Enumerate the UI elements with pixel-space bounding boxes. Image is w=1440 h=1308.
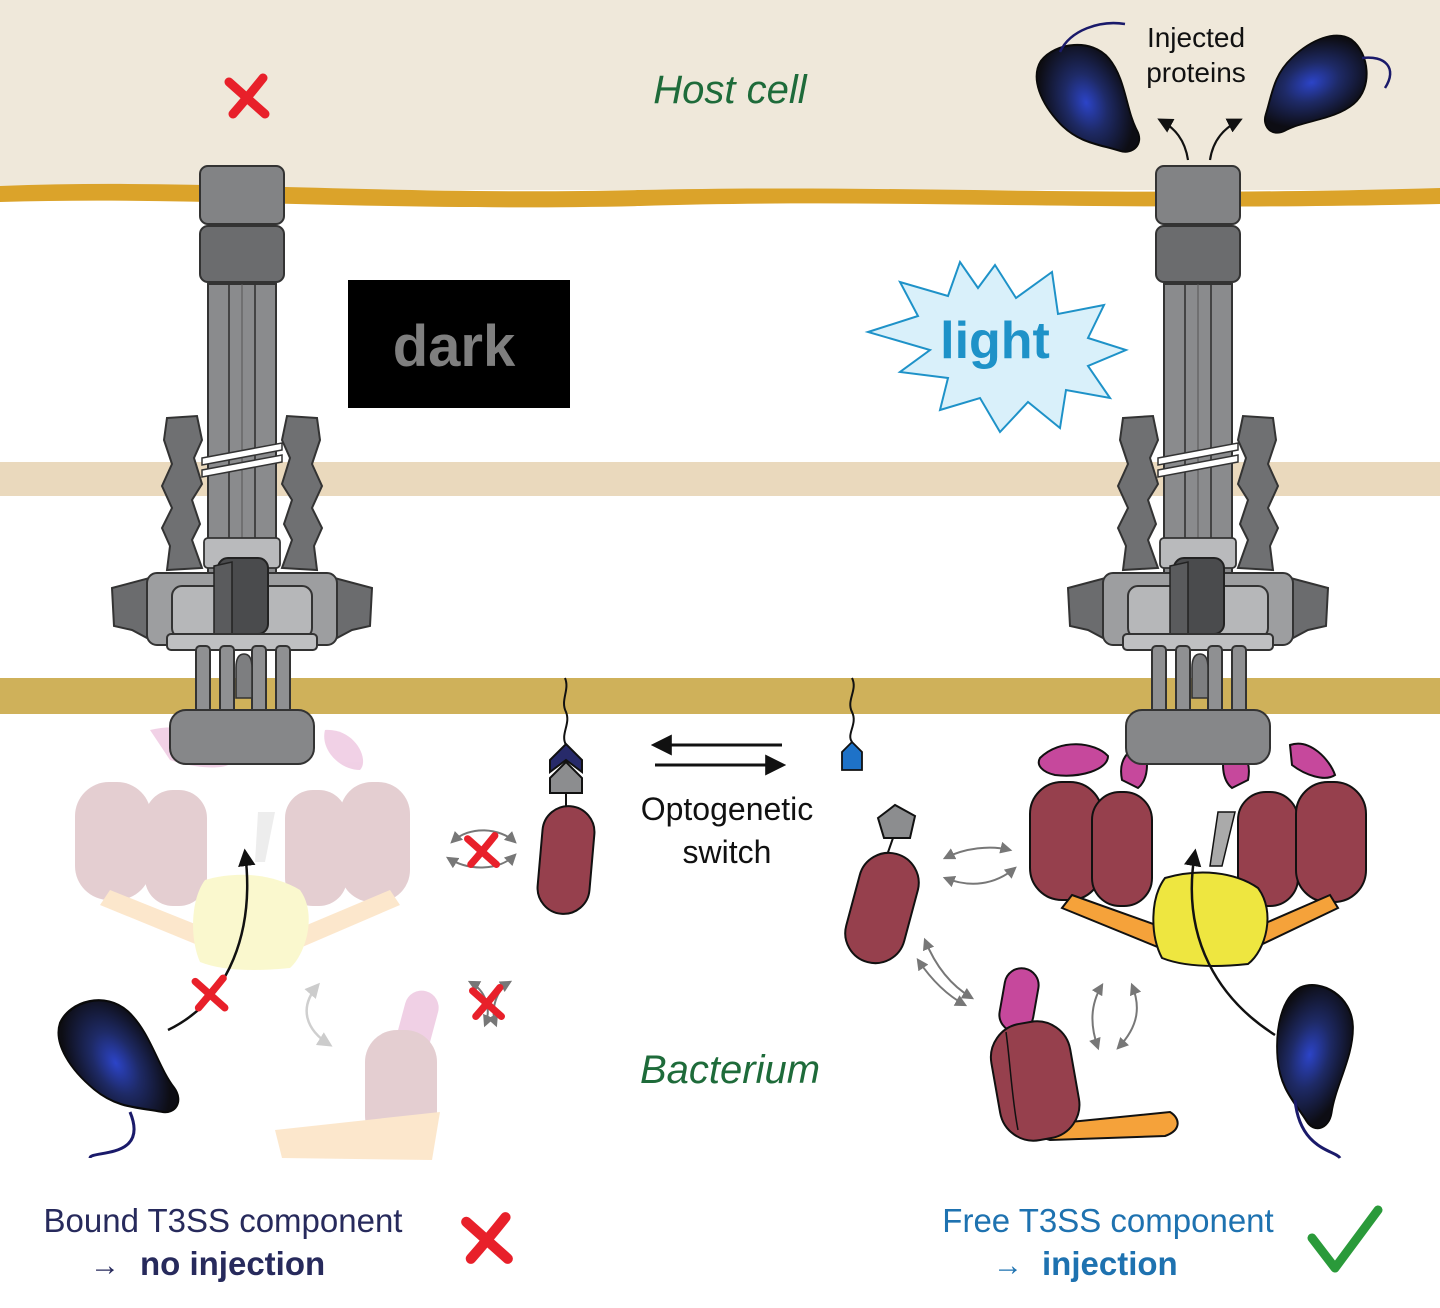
transport-arrow bbox=[1184, 848, 1276, 1037]
bound-caption-line2: no injection bbox=[140, 1245, 325, 1282]
light-label: light bbox=[940, 312, 1050, 370]
faded-sorting-platform bbox=[75, 727, 440, 1160]
light-starburst bbox=[864, 259, 1129, 434]
equilibrium-arrows-icon bbox=[650, 734, 787, 776]
blocked-exchange-upper bbox=[445, 829, 517, 869]
reaction-arrows-icon bbox=[916, 841, 1142, 1051]
export-arrow-left bbox=[1157, 118, 1190, 161]
protein-tail bbox=[88, 1111, 136, 1160]
switch-label-line1: Optogenetic bbox=[641, 791, 814, 827]
chaperone-protein-icon bbox=[844, 803, 920, 965]
protein-tail bbox=[1293, 1099, 1342, 1160]
protein-icon bbox=[45, 982, 187, 1145]
protein-icon bbox=[1253, 977, 1366, 1133]
red-cross-icon bbox=[466, 1217, 507, 1258]
red-cross-icon bbox=[195, 978, 225, 1008]
dark-label: dark bbox=[393, 314, 516, 379]
blocked-transport-arrow bbox=[167, 848, 256, 1032]
red-cross-icon bbox=[468, 836, 497, 865]
blocked-exchange-lower bbox=[467, 980, 513, 1028]
switch-label-line2: switch bbox=[683, 834, 772, 870]
host-cell-label: Host cell bbox=[653, 68, 807, 112]
protein-tail bbox=[1361, 56, 1392, 89]
membrane-anchored-switch-bound bbox=[536, 677, 596, 915]
host-membrane bbox=[0, 183, 1440, 208]
protein-tail bbox=[1058, 21, 1126, 53]
membrane-anchored-switch-free bbox=[841, 677, 863, 771]
dark-box bbox=[348, 280, 570, 408]
injected-label-line1: Injected bbox=[1147, 22, 1245, 53]
injected-label-line2: proteins bbox=[1146, 57, 1246, 88]
bound-caption-line1: Bound T3SS component bbox=[44, 1202, 403, 1239]
check-icon bbox=[1307, 1205, 1383, 1273]
active-sorting-platform bbox=[1029, 742, 1367, 967]
free-caption-line1: Free T3SS component bbox=[942, 1202, 1273, 1239]
free-arrow-glyph: → bbox=[993, 1249, 1023, 1282]
bacterium-label: Bacterium bbox=[640, 1048, 820, 1092]
faded-reaction-arrows-icon bbox=[304, 982, 333, 1047]
free-complex-protein bbox=[989, 967, 1179, 1142]
free-caption-line2: injection bbox=[1042, 1245, 1178, 1282]
export-arrow-right bbox=[1208, 118, 1243, 161]
bound-arrow-glyph: → bbox=[90, 1249, 120, 1282]
inner-membrane bbox=[0, 678, 1440, 714]
